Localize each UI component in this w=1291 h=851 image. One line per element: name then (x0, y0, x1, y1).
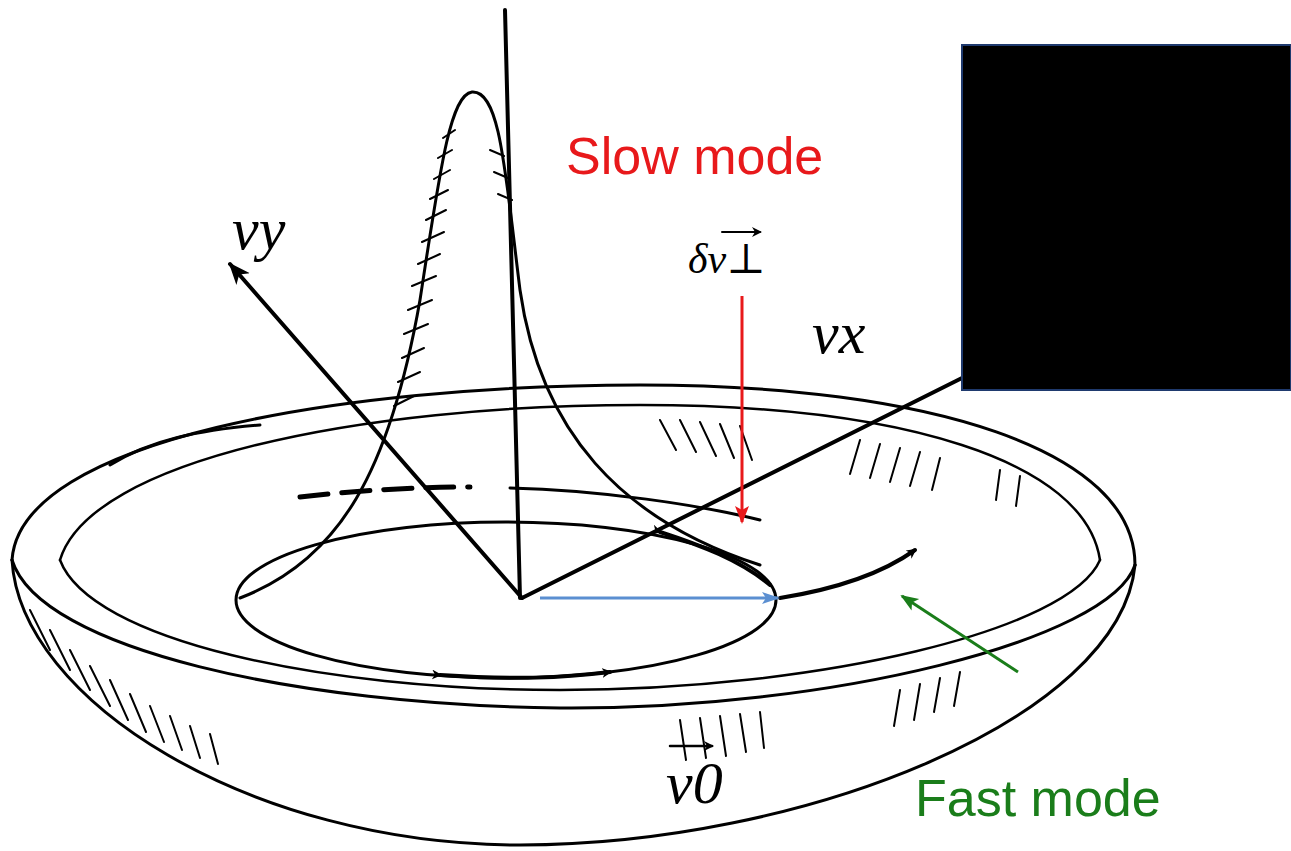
mode-label: Slow mode (566, 128, 823, 185)
mode-label: Fast mode (915, 770, 1161, 827)
axis-label: vy (232, 196, 285, 262)
perturbation-symbol: δv⊥ (688, 236, 766, 282)
axis-label: vx (812, 300, 865, 366)
vector-label: v0 (666, 750, 723, 816)
